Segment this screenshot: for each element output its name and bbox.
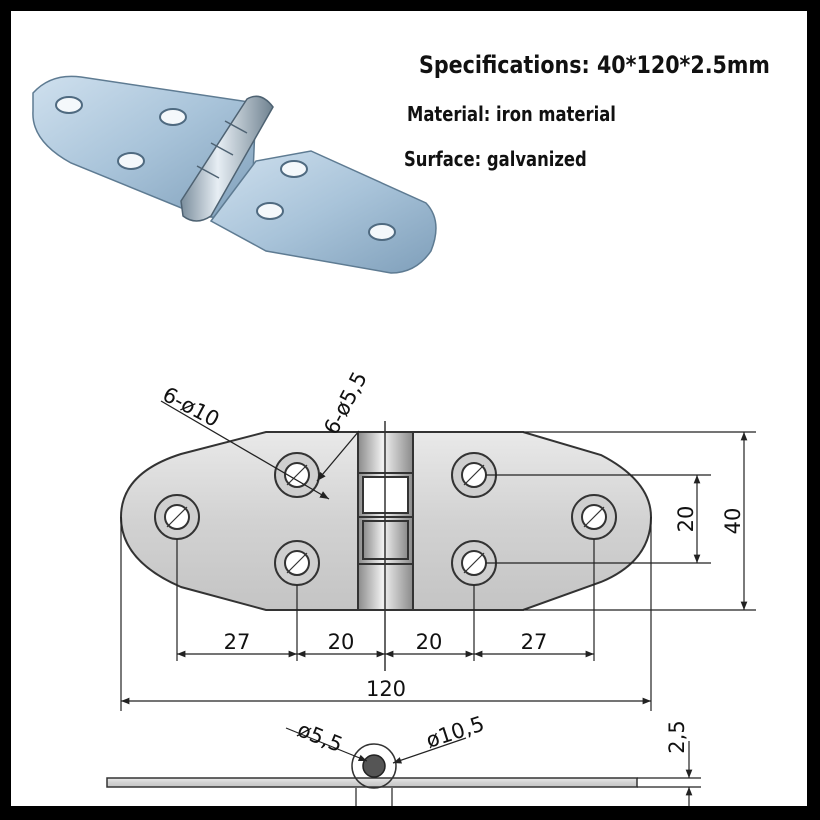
dim-thickness: 2,5 [665, 720, 689, 753]
technical-drawing: 6-ø10 6-ø5,5 20 40 27 20 20 27 120 [106, 368, 756, 806]
side-view [106, 727, 701, 806]
dim-right-offset: 27 [521, 630, 548, 654]
spec-material: Material: iron material [407, 102, 616, 126]
hinge-photo [32, 75, 437, 274]
dim-left-offset: 27 [224, 630, 251, 654]
dim-right-inner: 20 [416, 630, 443, 654]
dim-width: 40 [721, 508, 745, 535]
spec-size: Specifications: 40*120*2.5mm [419, 51, 770, 79]
side-pin-dim: ø5,5 [294, 717, 346, 757]
dim-hole-spacing: 20 [674, 506, 698, 533]
dim-left-inner: 20 [328, 630, 355, 654]
callout-countersink: 6-ø10 [159, 382, 224, 432]
callout-hole: 6-ø5,5 [319, 368, 372, 439]
side-knuckle-dim: ø10,5 [423, 712, 487, 753]
dim-length: 120 [366, 677, 406, 701]
canvas: Specifications: 40*120*2.5mm Material: i… [11, 11, 807, 806]
spec-surface: Surface: galvanized [404, 147, 587, 171]
